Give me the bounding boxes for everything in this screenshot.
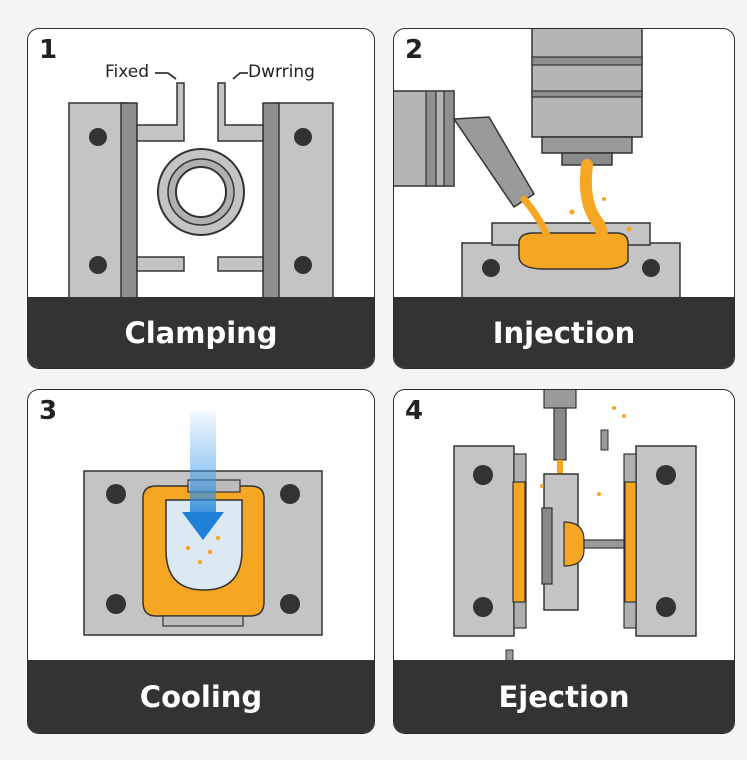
step-number: 1 bbox=[39, 35, 58, 65]
molded-ring-hole bbox=[175, 166, 227, 218]
particle bbox=[207, 549, 213, 555]
moving-mold-half-top bbox=[217, 82, 264, 142]
molten-stream-top bbox=[578, 159, 608, 267]
step-panel-cooling: 3 Cooling bbox=[27, 389, 375, 734]
moving-mold-half-bottom bbox=[217, 256, 264, 272]
nozzle-tip bbox=[553, 407, 567, 461]
particle bbox=[540, 484, 544, 488]
ejected-part-side bbox=[541, 507, 553, 585]
bolt-hole bbox=[280, 594, 300, 614]
injection-barrel bbox=[531, 29, 643, 138]
side-unit-band bbox=[443, 90, 455, 187]
bolt-hole bbox=[482, 259, 500, 277]
bolt-hole bbox=[642, 259, 660, 277]
step-panel-injection: 2 Injection bbox=[393, 28, 735, 369]
step-caption: Cooling bbox=[28, 660, 374, 733]
bolt-hole bbox=[280, 484, 300, 504]
debris bbox=[505, 649, 514, 662]
barrel-flange bbox=[541, 136, 633, 154]
particle bbox=[622, 414, 626, 418]
step-number: 4 bbox=[405, 396, 424, 426]
bolt-hole bbox=[89, 128, 107, 146]
bolt-hole bbox=[89, 256, 107, 274]
step-caption: Injection bbox=[394, 297, 734, 368]
bolt-hole bbox=[106, 484, 126, 504]
bolt-hole bbox=[656, 597, 676, 617]
bolt-hole bbox=[656, 465, 676, 485]
particle bbox=[597, 492, 601, 496]
moving-platen-edge bbox=[262, 102, 280, 300]
particle bbox=[185, 545, 191, 551]
cooling-illustration bbox=[83, 410, 323, 636]
ejection-illustration bbox=[453, 390, 697, 662]
bolt-hole bbox=[106, 594, 126, 614]
side-unit-band bbox=[425, 90, 437, 187]
moving-label: Dwrring bbox=[248, 62, 315, 82]
fixed-mold-half-top bbox=[136, 82, 185, 142]
barrel-band bbox=[531, 56, 643, 66]
fixed-mold-half-bottom bbox=[136, 256, 185, 272]
injection-nozzle bbox=[543, 390, 577, 409]
plastic-residue bbox=[512, 481, 526, 603]
clamping-illustration bbox=[68, 72, 334, 300]
step-panel-clamping: Fixed Dwrring 1 Clamping bbox=[27, 28, 375, 369]
droplet bbox=[569, 209, 575, 215]
step-caption: Clamping bbox=[28, 297, 374, 368]
particle bbox=[215, 535, 221, 541]
debris bbox=[600, 429, 609, 451]
bottom-plate bbox=[162, 615, 244, 627]
bolt-hole bbox=[294, 256, 312, 274]
side-nozzle bbox=[452, 116, 536, 209]
coolant-beam bbox=[190, 410, 216, 520]
bolt-hole bbox=[473, 597, 493, 617]
ejector-pin bbox=[583, 539, 625, 549]
bolt-hole bbox=[294, 128, 312, 146]
ejected-part-plastic bbox=[563, 521, 585, 567]
step-number: 2 bbox=[405, 35, 424, 65]
droplet bbox=[626, 226, 632, 232]
plastic-residue bbox=[624, 481, 637, 603]
fixed-leader-line bbox=[155, 72, 177, 80]
fixed-platen-edge bbox=[120, 102, 138, 300]
particle bbox=[612, 406, 616, 410]
barrel-band bbox=[531, 90, 643, 98]
fixed-label: Fixed bbox=[105, 62, 150, 82]
part-cavity bbox=[165, 499, 243, 591]
molten-plastic-cavity bbox=[518, 232, 629, 270]
sprue bbox=[557, 460, 563, 474]
step-panel-ejection: 4 Ejection bbox=[393, 389, 735, 734]
moving-leader-line bbox=[232, 72, 248, 80]
injection-illustration bbox=[394, 29, 681, 300]
bolt-hole bbox=[473, 465, 493, 485]
step-number: 3 bbox=[39, 396, 58, 426]
droplet bbox=[602, 197, 606, 201]
step-caption: Ejection bbox=[394, 660, 734, 733]
coolant-arrow-icon bbox=[182, 512, 224, 540]
molten-stream-side bbox=[520, 195, 558, 263]
particle bbox=[197, 559, 203, 565]
